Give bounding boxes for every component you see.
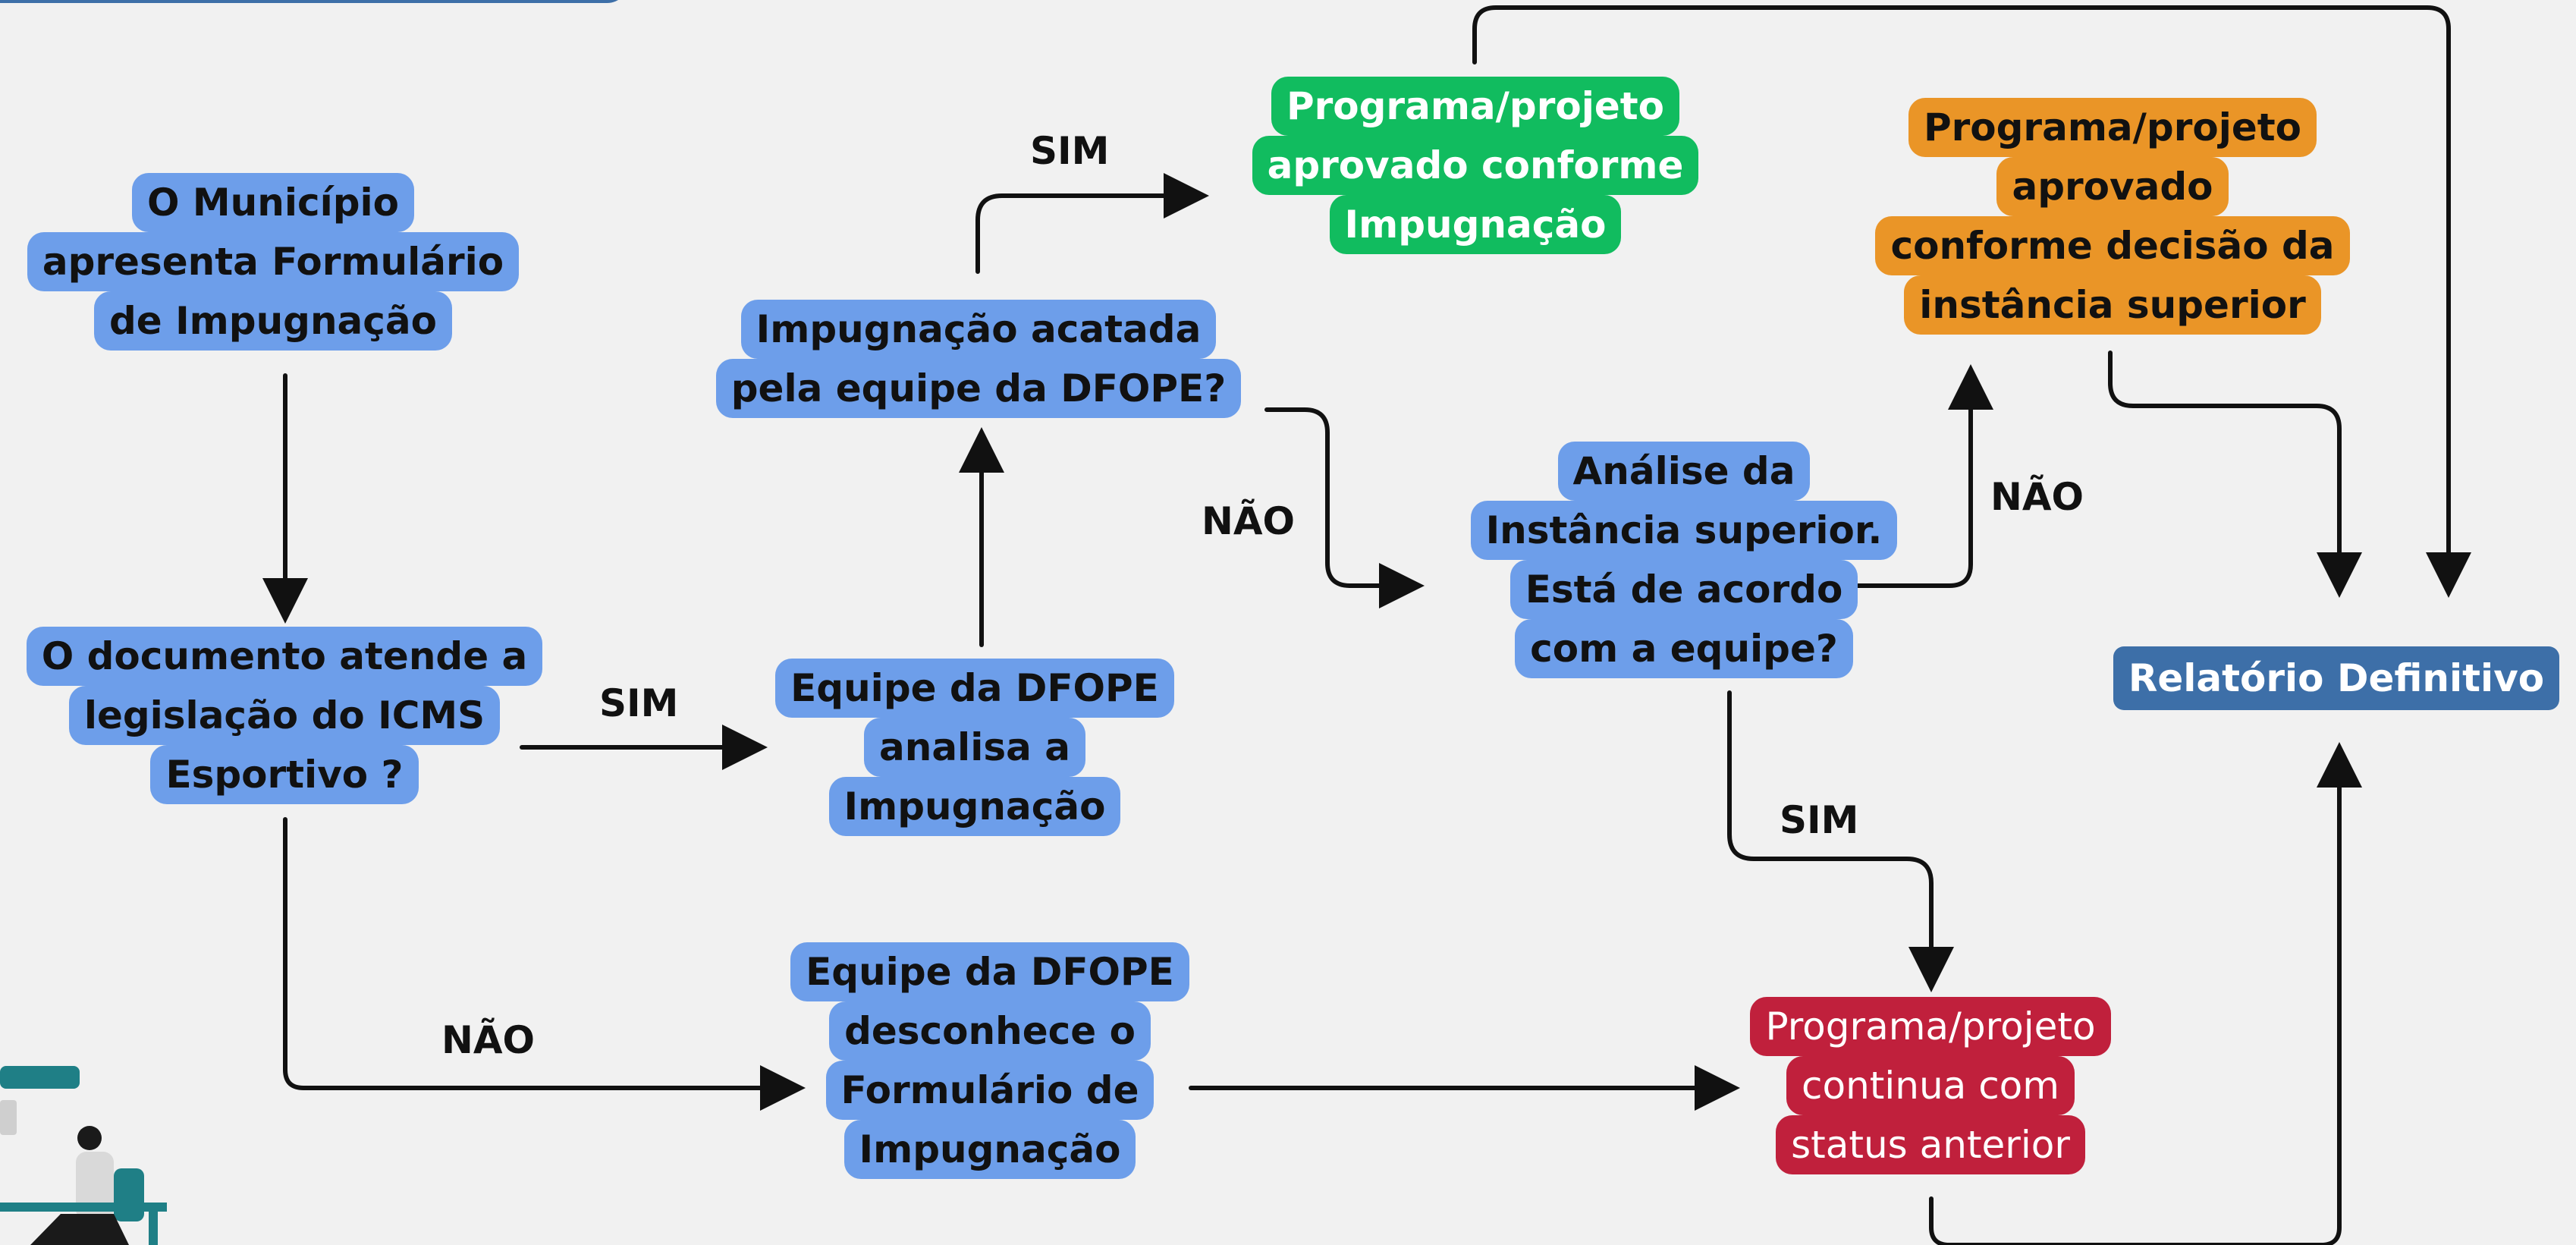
arrow-accepted-to-superior (1264, 407, 1425, 608)
label-sim-superior: SIM (1780, 798, 1859, 842)
node-line: aprovado (1996, 157, 2229, 216)
node-line: Está de acordo (1509, 560, 1858, 619)
arrow-previous-to-final (1929, 742, 2362, 1245)
node-line: Formulário de (825, 1061, 1154, 1120)
arrow-check-to-ignore (283, 817, 806, 1111)
node-line: O Município (131, 173, 415, 232)
label-sim-accepted: SIM (1030, 129, 1110, 173)
node-approved-per-superior-decision: Programa/projeto aprovado conforme decis… (1851, 98, 2374, 335)
node-line: Instância superior. (1470, 501, 1898, 560)
node-line: instância superior (1904, 275, 2321, 335)
node-line: Programa/projeto (1750, 997, 2111, 1056)
arrow-approved-superior-to-final (2108, 351, 2362, 598)
arrow-accepted-to-approved (975, 173, 1209, 274)
label-sim-check: SIM (599, 681, 679, 725)
node-line: com a equipe? (1515, 619, 1853, 678)
node-line: Esportivo ? (150, 745, 419, 804)
node-line: legislação do ICMS (68, 686, 501, 745)
arrow-approved-to-final (1472, 5, 2471, 598)
node-superior-instance-analysis: Análise da Instância superior. Está de a… (1403, 442, 1965, 678)
node-line: Equipe da DFOPE (790, 942, 1189, 1001)
node-line: Programa/projeto (1271, 77, 1680, 136)
node-line: Impugnação (828, 777, 1121, 836)
node-line: O documento atende a (26, 627, 543, 686)
label-nao-check: NÃO (441, 1018, 536, 1062)
node-approved-per-impugnation: Programa/projeto aprovado conforme Impug… (1244, 77, 1707, 254)
arrow-superior-to-approved-superior (1842, 364, 1993, 588)
node-line: aprovado conforme (1252, 136, 1699, 195)
node-final-report: Relatório Definitivo (2101, 646, 2571, 710)
node-team-analyzes-impugnation: Equipe da DFOPE analisa a Impugnação (751, 659, 1198, 836)
node-line: status anterior (1776, 1115, 2085, 1174)
node-line: Impugnação acatada (740, 300, 1217, 359)
node-impugnation-accepted-question: Impugnação acatada pela equipe da DFOPE? (698, 300, 1259, 418)
node-line: Análise da (1557, 442, 1811, 501)
node-line: analisa a (863, 718, 1085, 777)
node-line: Equipe da DFOPE (775, 659, 1174, 718)
node-line: Impugnação (1329, 195, 1622, 254)
node-line: conforme decisão da (1875, 216, 2350, 275)
node-line: continua com (1786, 1056, 2075, 1115)
node-line: de Impugnação (93, 291, 453, 351)
arrow-superior-to-previous (1727, 690, 1954, 992)
label-nao-accepted: NÃO (1202, 499, 1296, 543)
node-line: Relatório Definitivo (2113, 646, 2560, 710)
node-line: apresenta Formulário (27, 232, 520, 291)
node-line: Impugnação (843, 1120, 1136, 1179)
node-municipality-submits-form: O Município apresenta Formulário de Impu… (23, 173, 523, 351)
top-decoration-bar (0, 0, 630, 3)
node-line: pela equipe da DFOPE? (715, 359, 1242, 418)
person-at-desk-illustration (0, 1066, 167, 1245)
node-team-disregards-form: Equipe da DFOPE desconhece o Formulário … (759, 942, 1221, 1179)
node-document-meets-legislation: O documento atende a legislação do ICMS … (8, 627, 561, 804)
label-nao-superior: NÃO (1990, 475, 2084, 519)
node-line: desconhece o (829, 1001, 1151, 1061)
node-keeps-previous-status: Programa/projeto continua com status ant… (1699, 997, 2162, 1174)
node-line: Programa/projeto (1908, 98, 2317, 157)
